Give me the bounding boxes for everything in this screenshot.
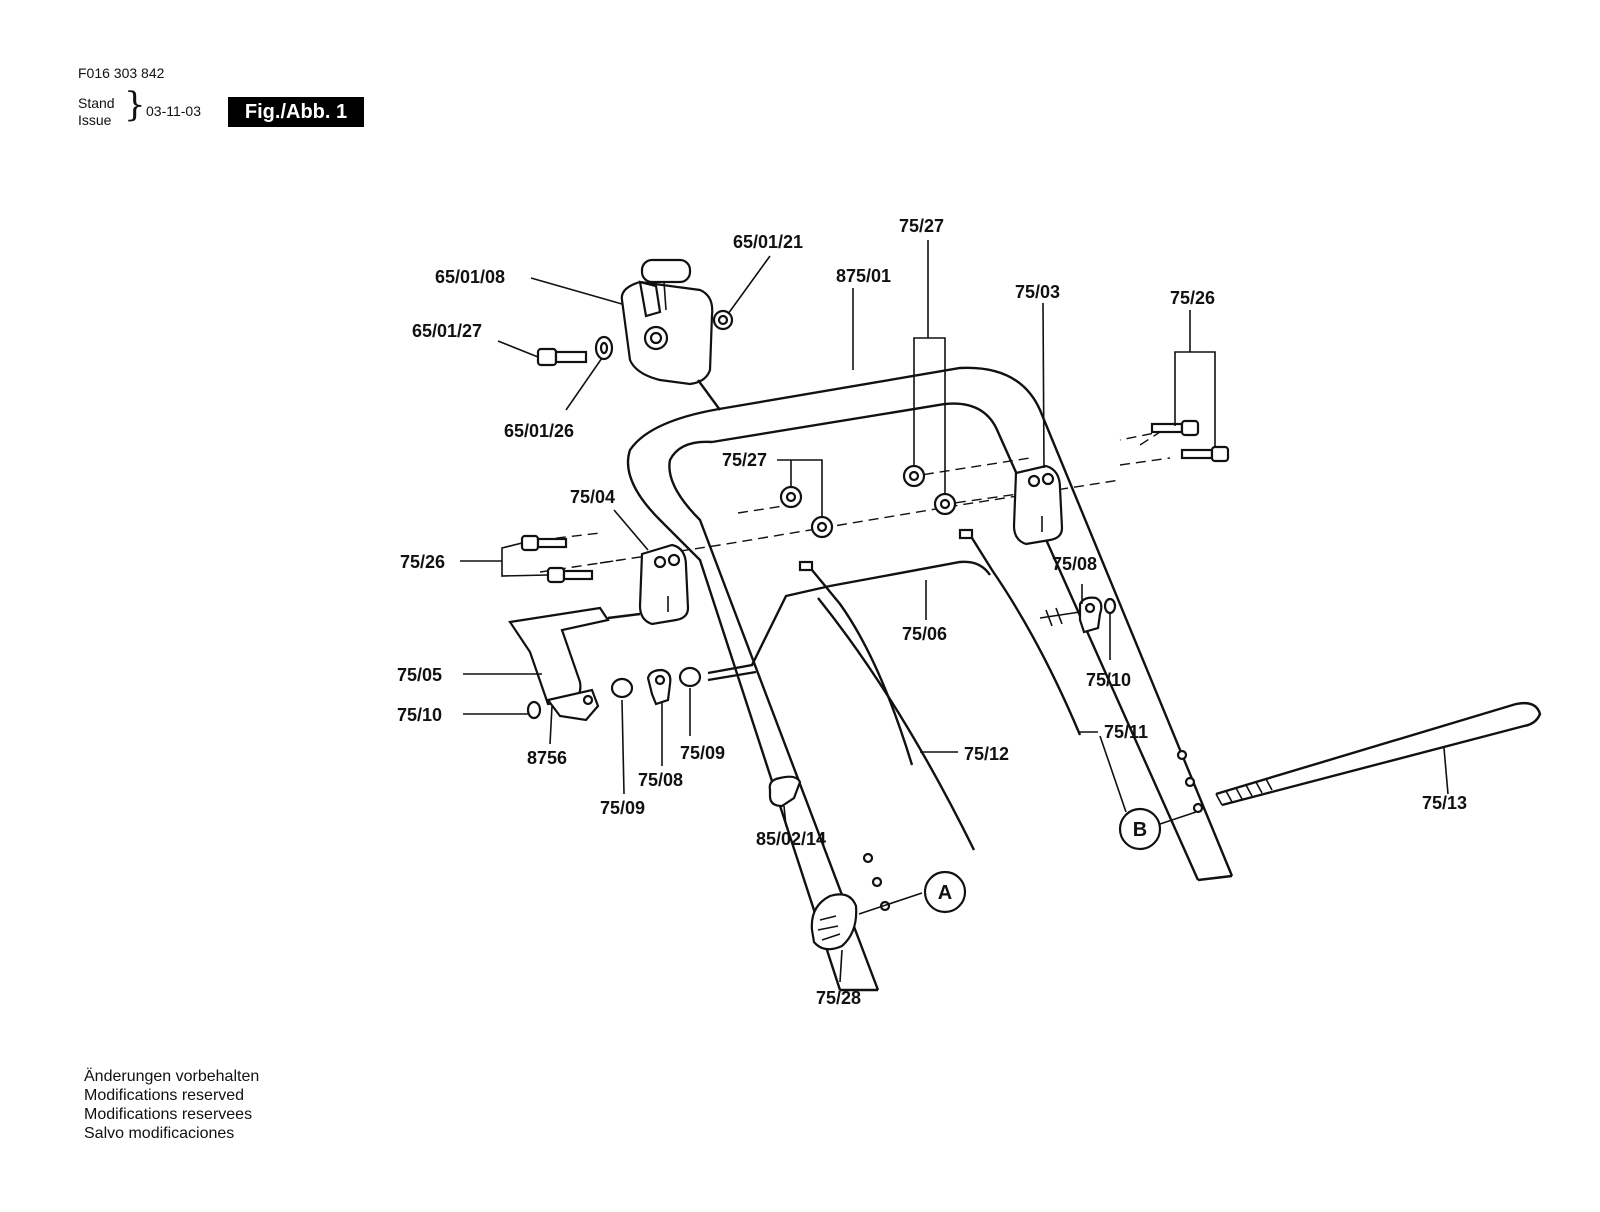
clip-75-08-right [1039,596,1103,634]
label-75-11: 75/11 [1104,722,1148,742]
knob-75-28 [810,893,858,951]
bracket-75-03 [1012,464,1064,546]
bolt-65-01-27 [536,347,588,367]
note-spanish: Salvo modificaciones [84,1125,235,1142]
label-65-01-08: 65/01/08 [435,267,505,287]
label-875-01: 875/01 [836,266,891,286]
washer-75-10-left [526,700,542,720]
issue-label: Issue [78,112,112,128]
document-number: F016 303 842 [78,65,165,81]
label-75-13: 75/13 [1422,793,1467,813]
label-75-28: 75/28 [816,988,861,1008]
cable-75-11 [970,537,1082,736]
stand-label: Stand [78,95,115,111]
label-75-27-mid: 75/27 [722,450,767,470]
callout-b: B [1118,807,1162,851]
brace-glyph: } [124,85,146,125]
label-65-01-21: 65/01/21 [733,232,803,252]
part-labels: 65/01/08 65/01/21 65/01/27 65/01/26 875/… [397,216,1467,1008]
callout-a-letter: A [938,882,952,904]
label-75-08-left: 75/08 [638,770,683,790]
cable-75-12 [811,569,914,766]
control-rod-75-06 [707,528,991,682]
label-75-27-top: 75/27 [899,216,944,236]
label-65-01-26: 65/01/26 [504,421,574,441]
label-65-01-27: 65/01/27 [412,321,482,341]
handle-frame [626,366,1234,992]
label-75-05: 75/05 [397,665,442,685]
note-english: Modifications reserved [84,1087,245,1104]
label-75-10-left: 75/10 [397,705,442,725]
modification-notes: Änderungen vorbehalten Modifications res… [84,1067,259,1143]
label-75-09-left: 75/09 [600,798,645,818]
clip-75-08-left [646,668,672,706]
screws-75-26-right [1150,419,1230,463]
leader-lines [460,240,1449,983]
label-75-26-right: 75/26 [1170,288,1215,308]
bushings-75-09 [610,666,702,699]
callout-b-letter: B [1133,819,1147,841]
label-75-04: 75/04 [570,487,615,507]
nut-65-01-21 [712,309,734,331]
bracket-75-04 [638,543,690,626]
label-75-08-right: 75/08 [1052,554,1097,574]
callout-a: A [923,870,967,914]
clip-85-02-14 [768,775,802,808]
label-75-09-mid: 75/09 [680,743,725,763]
note-german: Änderungen vorbehalten [84,1068,260,1085]
label-75-03: 75/03 [1015,282,1060,302]
label-75-10-right: 75/10 [1086,670,1131,690]
label-8756: 8756 [527,748,567,768]
label-75-12: 75/12 [964,744,1009,764]
washer-75-10-right [1103,597,1117,615]
label-75-26-left: 75/26 [400,552,445,572]
cable-75-12-lower [817,597,976,851]
label-85-02-14: 85/02/14 [756,829,826,849]
throttle-control-unit [620,258,721,411]
issue-date: 03-11-03 [146,103,202,119]
note-french: Modifications reservees [84,1106,253,1123]
rod-75-13 [1215,701,1542,807]
screws-75-26-left [520,534,594,584]
lever-75-05 [508,606,641,722]
nuts-75-27 [779,464,957,539]
washer-65-01-26 [594,335,614,361]
figure-badge: Fig./Abb. 1 [228,97,364,127]
label-75-06: 75/06 [902,624,947,644]
